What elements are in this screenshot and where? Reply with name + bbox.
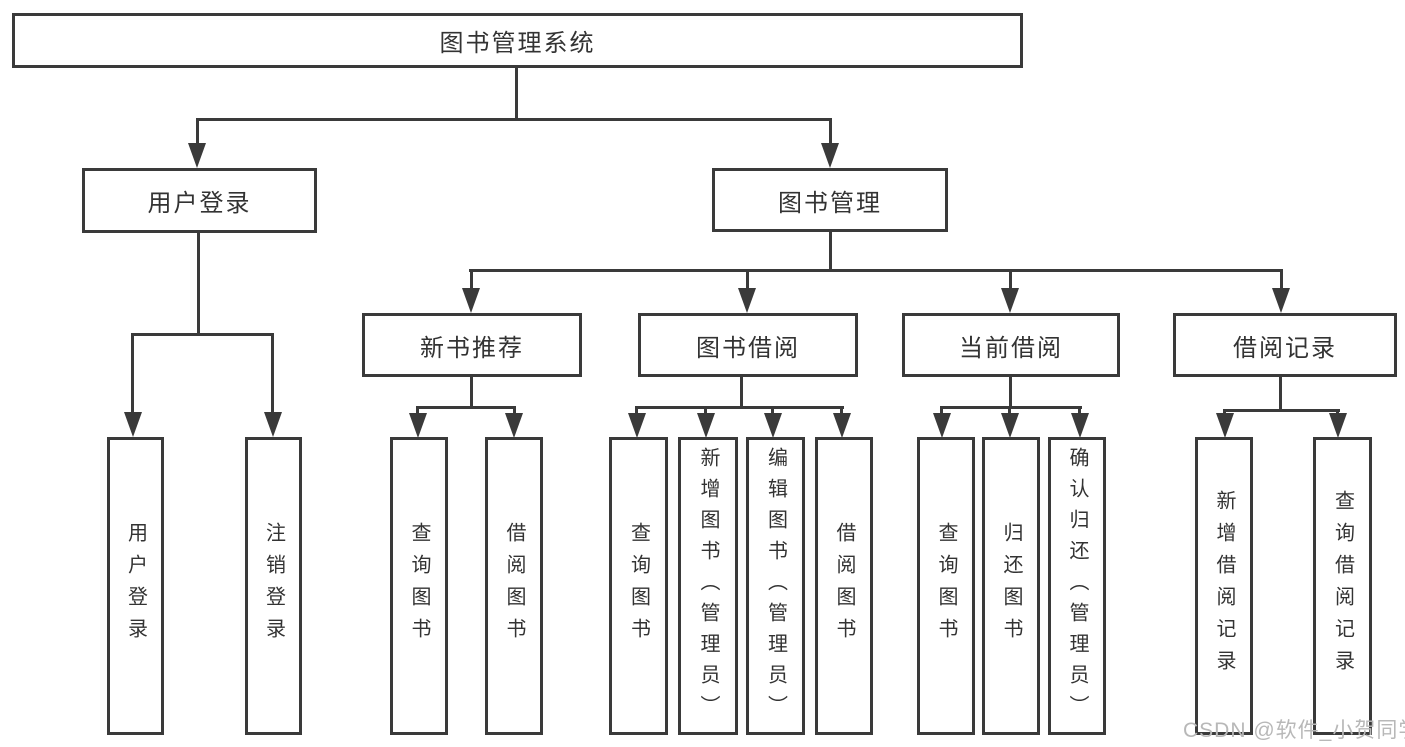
arrow-down-icon — [628, 413, 646, 438]
arrow-down-icon — [505, 413, 523, 438]
node-cb-confirm-return-admin-label: 确认归还（管理员） — [1066, 446, 1088, 726]
arrow-down-icon — [264, 412, 282, 437]
connector-line — [470, 269, 473, 291]
arrow-down-icon — [697, 413, 715, 438]
csdn-watermark: CSDN @软件_小贺同学 — [1183, 719, 1405, 742]
node-user-login: 用户登录 — [82, 168, 317, 233]
node-cb-query-books: 查询图书 — [917, 437, 975, 735]
node-new-book-recommend: 新书推荐 — [362, 313, 582, 377]
connector-line — [740, 377, 743, 409]
node-cb-return-books-label: 归还图书 — [1000, 522, 1022, 650]
node-borrowing-records: 借阅记录 — [1173, 313, 1397, 377]
node-current-borrowing-label: 当前借阅 — [959, 334, 1063, 362]
node-current-borrowing: 当前借阅 — [902, 313, 1120, 377]
node-cb-query-books-label: 查询图书 — [935, 522, 957, 650]
connector-line — [1279, 377, 1282, 412]
connector-line — [1223, 409, 1226, 416]
arrow-down-icon — [821, 143, 839, 168]
node-br-add-record: 新增借阅记录 — [1195, 437, 1253, 735]
node-bb-borrow-books-label: 借阅图书 — [833, 522, 855, 650]
node-nbr-borrow-books-label: 借阅图书 — [503, 522, 525, 650]
node-book-management: 图书管理 — [712, 168, 948, 232]
connector-line — [840, 406, 843, 416]
arrow-down-icon — [764, 413, 782, 438]
node-bb-edit-books-admin: 编辑图书（管理员） — [746, 437, 805, 735]
connector-line — [704, 406, 707, 416]
node-nbr-query-books: 查询图书 — [390, 437, 448, 735]
node-br-query-record: 查询借阅记录 — [1313, 437, 1372, 735]
connector-line — [1078, 406, 1081, 416]
node-logout: 注销登录 — [245, 437, 302, 735]
node-logout-label: 注销登录 — [262, 522, 285, 650]
arrow-down-icon — [833, 413, 851, 438]
connector-line — [829, 232, 832, 272]
node-new-book-recommend-label: 新书推荐 — [420, 334, 524, 362]
node-nbr-borrow-books: 借阅图书 — [485, 437, 543, 735]
node-user-login-label: 用户登录 — [147, 190, 252, 217]
connector-line — [131, 333, 134, 413]
arrow-down-icon — [409, 413, 427, 438]
connector-line — [1009, 375, 1012, 409]
node-br-add-record-label: 新增借阅记录 — [1213, 490, 1235, 682]
arrow-down-icon — [1071, 413, 1089, 438]
arrow-down-icon — [1272, 288, 1290, 313]
node-root-label: 图书管理系统 — [439, 30, 596, 57]
arrow-down-icon — [1329, 413, 1347, 438]
arrow-down-icon — [188, 143, 206, 168]
connector-line — [1336, 409, 1339, 416]
connector-line — [515, 68, 518, 121]
node-cb-return-books: 归还图书 — [982, 437, 1040, 735]
arrow-down-icon — [462, 288, 480, 313]
node-book-borrowing-label: 图书借阅 — [696, 334, 800, 362]
arrow-down-icon — [1001, 288, 1019, 313]
connector-line — [771, 406, 774, 416]
connector-line — [513, 406, 516, 416]
node-bb-query-books-label: 查询图书 — [627, 522, 650, 650]
connector-line — [1223, 409, 1340, 412]
node-bb-edit-books-admin-label: 编辑图书（管理员） — [764, 446, 787, 726]
connector-line — [940, 406, 1082, 409]
node-login-label: 用户登录 — [124, 522, 147, 650]
arrow-down-icon — [738, 288, 756, 313]
connector-line — [131, 333, 274, 336]
connector-line — [416, 406, 516, 409]
arrow-down-icon — [124, 412, 142, 437]
connector-line — [197, 233, 200, 336]
connector-line — [416, 406, 419, 416]
node-br-query-record-label: 查询借阅记录 — [1331, 490, 1354, 682]
connector-line — [1280, 269, 1283, 291]
connector-line — [271, 333, 274, 413]
connector-line — [1009, 269, 1012, 291]
node-root: 图书管理系统 — [12, 13, 1023, 68]
node-bb-add-books-admin: 新增图书（管理员） — [678, 437, 738, 735]
node-bb-query-books: 查询图书 — [609, 437, 668, 735]
node-login: 用户登录 — [107, 437, 164, 735]
node-book-management-label: 图书管理 — [778, 189, 882, 217]
arrow-down-icon — [1001, 413, 1019, 438]
connector-line — [196, 118, 832, 121]
connector-line — [469, 269, 1282, 272]
node-book-borrowing: 图书借阅 — [638, 313, 858, 377]
node-bb-borrow-books: 借阅图书 — [815, 437, 873, 735]
connector-line — [1008, 406, 1011, 416]
connector-line — [829, 118, 832, 146]
connector-line — [635, 406, 844, 409]
node-nbr-query-books-label: 查询图书 — [408, 522, 430, 650]
connector-line — [746, 269, 749, 291]
arrow-down-icon — [1216, 413, 1234, 438]
node-cb-confirm-return-admin: 确认归还（管理员） — [1048, 437, 1106, 735]
connector-line — [940, 406, 943, 416]
node-bb-add-books-admin-label: 新增图书（管理员） — [697, 446, 719, 726]
node-borrowing-records-label: 借阅记录 — [1233, 334, 1337, 362]
arrow-down-icon — [933, 413, 951, 438]
connector-line — [470, 377, 473, 409]
connector-line — [196, 118, 199, 146]
connector-line — [635, 406, 638, 416]
